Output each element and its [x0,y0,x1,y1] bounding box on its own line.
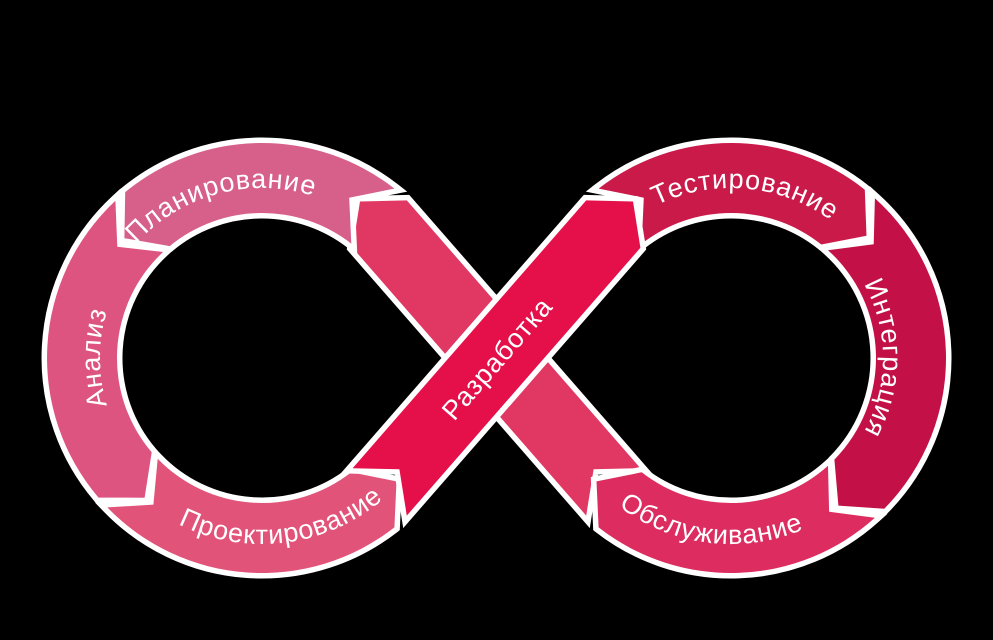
segment-testing [585,137,873,256]
development-band [340,194,647,529]
segment-maintenance [590,453,888,579]
segment-integration [815,186,952,515]
segment-design [95,446,403,579]
development-band-layer [340,194,647,529]
segment-planning [118,137,408,256]
ring-segments-layer [41,137,952,579]
segment-analysis [41,188,176,504]
